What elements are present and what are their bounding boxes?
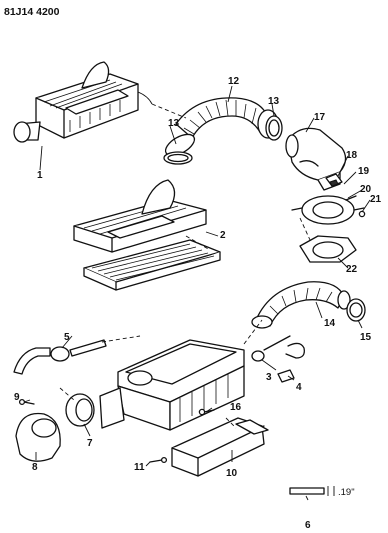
- callout-18: 18: [346, 150, 358, 161]
- nut-21: [358, 210, 366, 218]
- bolt-20: [345, 195, 357, 201]
- callout-11: 11: [134, 462, 145, 473]
- air-cleaner-lid: [73, 179, 207, 253]
- callout-5: 5: [64, 332, 70, 343]
- air-filter-element: [83, 239, 221, 291]
- callout-12: 12: [228, 76, 240, 87]
- callout-16: 16: [230, 402, 242, 413]
- callout-10: 10: [226, 468, 238, 479]
- callout-17: 17: [314, 112, 326, 123]
- fitting-3: [251, 350, 265, 362]
- leader-lines: [23, 85, 371, 501]
- callout-4: 4: [296, 382, 302, 393]
- callout-6: 6: [305, 520, 311, 531]
- callout-13-left: 13: [168, 118, 180, 129]
- callout-21: 21: [370, 194, 382, 205]
- stud-16: [198, 408, 215, 416]
- hose-clamp-13-right: [265, 115, 283, 141]
- vacuum-hose-loop: [263, 335, 305, 359]
- hose-clamp-13-left: [163, 151, 193, 165]
- air-cleaner-assembly-top: [13, 61, 153, 143]
- callout-13-right: 13: [268, 96, 280, 107]
- duct-hose-12: [164, 97, 279, 157]
- callout-14: 14: [324, 318, 336, 329]
- callout-22: 22: [346, 264, 358, 275]
- duct-hose-14: [251, 281, 351, 329]
- gasket-22: [299, 235, 357, 263]
- callout-8: 8: [32, 462, 38, 473]
- adapter-plate-19: [291, 195, 365, 225]
- hose-clamp-15: [346, 298, 366, 322]
- callout-7: 7: [87, 438, 93, 449]
- clip-4: [277, 369, 295, 383]
- callout-3: 3: [266, 372, 272, 383]
- screw-9: [18, 398, 35, 406]
- bolt-11: [149, 456, 168, 464]
- air-cleaner-housing-lower: [99, 339, 245, 431]
- dimension-label: .19": [338, 487, 355, 498]
- callout-labels: 1 2 3 4 5 6 7 8 9 10 11 12 13 13 14 15 1…: [14, 76, 382, 531]
- elbow-cover-8: [15, 412, 61, 462]
- hose-5: [13, 339, 107, 375]
- grommet-5: [50, 346, 70, 362]
- alignment-lines: [59, 103, 311, 429]
- figure-code: 81J14 4200: [4, 6, 60, 18]
- callout-1: 1: [37, 170, 43, 181]
- callout-9: 9: [14, 392, 20, 403]
- callout-15: 15: [360, 332, 372, 343]
- temp-sensor-18: [325, 173, 343, 187]
- callout-2: 2: [220, 230, 226, 241]
- callout-19: 19: [358, 166, 370, 177]
- inlet-seal-7: [65, 393, 95, 427]
- mounting-bracket-10: [171, 417, 269, 477]
- tube-6: [289, 486, 335, 496]
- callout-20: 20: [360, 184, 372, 195]
